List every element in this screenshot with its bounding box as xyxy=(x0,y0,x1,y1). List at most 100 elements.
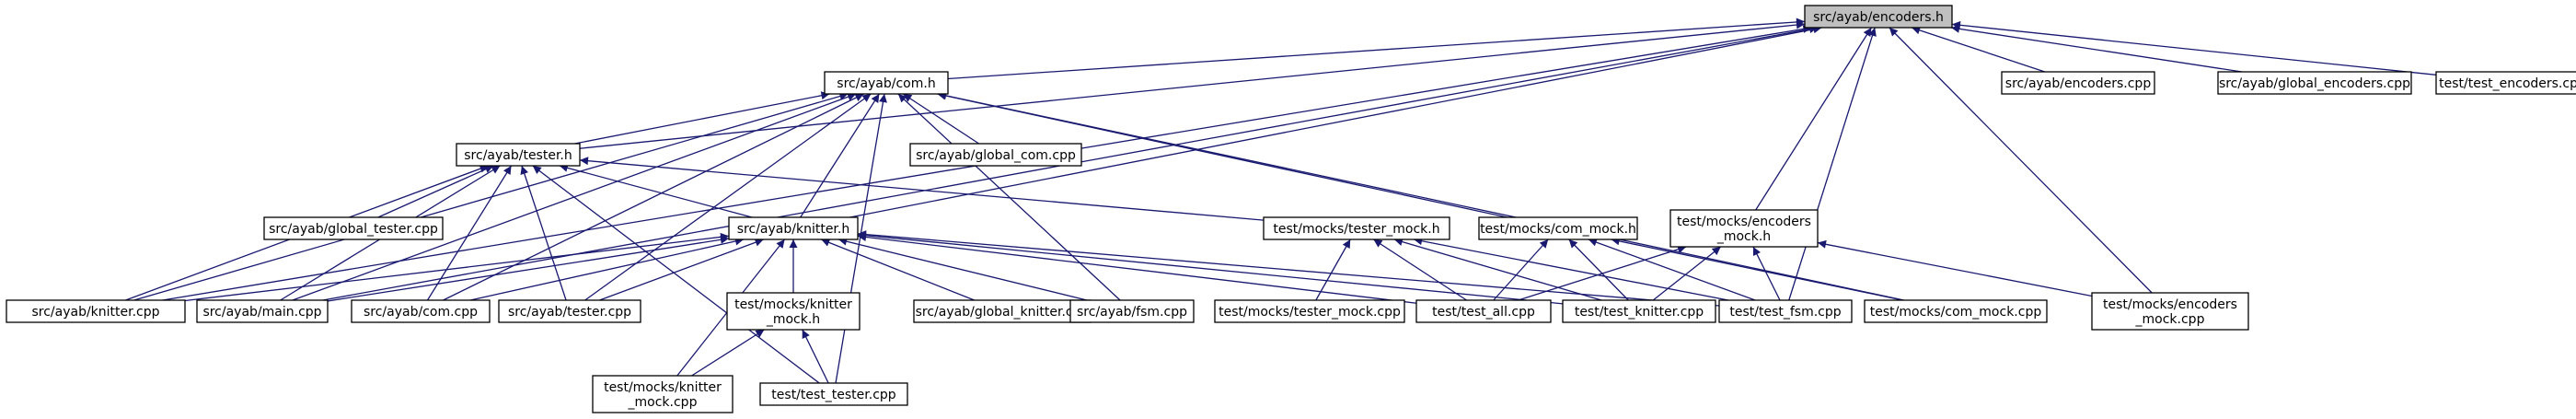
node-label: test/test_knitter.cpp xyxy=(1575,305,1704,320)
node-knitter-mock-cpp[interactable]: test/mocks/knitter_mock.cpp xyxy=(592,375,734,413)
edge-test_knitter_cpp-includes-knitter_h xyxy=(857,231,1564,305)
node-label: src/ayab/fsm.cpp xyxy=(1077,305,1187,320)
node-label: _mock.h xyxy=(1716,229,1771,244)
node-label: test/mocks/encoders xyxy=(1677,215,1811,229)
node-label: test/mocks/knitter xyxy=(734,297,852,312)
node-label: src/ayab/com.cpp xyxy=(364,305,478,320)
node-tester-cpp[interactable]: src/ayab/tester.cpp xyxy=(498,299,641,323)
node-encoders-mock-h[interactable]: test/mocks/encoders_mock.h xyxy=(1669,209,1819,248)
node-knitter-mock-h[interactable]: test/mocks/knitter_mock.h xyxy=(726,292,861,331)
edge-com_cpp-includes-tester_h xyxy=(426,165,513,301)
edge-test_encoders_cpp-includes-encoders_h xyxy=(1951,20,2437,76)
node-label: test/test_all.cpp xyxy=(1432,305,1535,320)
node-label: src/ayab/knitter.h xyxy=(737,222,849,237)
edge-test_fsm_cpp-includes-knitter_h xyxy=(857,230,1720,307)
node-knitter-cpp[interactable]: src/ayab/knitter.cpp xyxy=(6,299,186,323)
node-label: test/mocks/com_mock.cpp xyxy=(1870,305,2042,320)
edge-tester_cpp-includes-com_h xyxy=(584,93,872,301)
edge-test_tester_cpp-includes-knitter_mock_h xyxy=(802,329,829,384)
node-knitter-h[interactable]: src/ayab/knitter.h xyxy=(728,216,859,240)
node-com-mock-cpp[interactable]: test/mocks/com_mock.cpp xyxy=(1864,299,2048,323)
node-global-encoders-cpp[interactable]: src/ayab/global_encoders.cpp xyxy=(2217,71,2412,95)
edge-com_cpp-includes-com_h xyxy=(443,93,864,301)
edge-test_all_cpp-includes-tester_mock_h xyxy=(1373,239,1467,301)
node-label: src/ayab/com.h xyxy=(837,76,935,91)
edge-knitter_cpp-includes-com_h xyxy=(133,92,849,301)
node-label: _mock.cpp xyxy=(2135,312,2205,327)
edge-test_all_cpp-includes-knitter_h xyxy=(857,233,1417,304)
node-label: src/ayab/tester.cpp xyxy=(508,305,631,320)
node-encoders-mock-cpp[interactable]: test/mocks/encoders_mock.cpp xyxy=(2091,292,2249,331)
node-tester-h[interactable]: src/ayab/tester.h xyxy=(456,143,581,167)
node-encoders-cpp[interactable]: src/ayab/encoders.cpp xyxy=(2001,71,2155,95)
node-tester-mock-cpp[interactable]: test/mocks/tester_mock.cpp xyxy=(1214,299,1405,323)
node-label: test/mocks/encoders xyxy=(2103,297,2237,312)
edge-global_com_cpp-includes-com_h xyxy=(902,93,980,145)
node-com-h[interactable]: src/ayab/com.h xyxy=(824,71,949,95)
node-label: src/ayab/global_knitter.cpp xyxy=(916,305,1090,320)
node-encoders-h: src/ayab/encoders.h xyxy=(1804,5,1953,29)
edge-test_fsm_cpp-includes-com_mock_h xyxy=(1588,238,1756,301)
edge-knitter_mock_cpp-includes-knitter_mock_h xyxy=(691,329,765,377)
edge-main_cpp-includes-knitter_h xyxy=(327,235,730,302)
edge-global_knitter_cpp-includes-knitter_h xyxy=(821,239,975,301)
edge-knitter_h-includes-encoders_h xyxy=(849,25,1822,218)
node-global-tester-cpp[interactable]: src/ayab/global_tester.cpp xyxy=(263,216,444,240)
edge-fsm_cpp-includes-knitter_h xyxy=(837,237,1088,301)
edge-knitter_h-includes-com_h xyxy=(800,93,880,218)
node-label: src/ayab/knitter.cpp xyxy=(31,305,159,320)
node-tester-mock-h[interactable]: test/mocks/tester_mock.h xyxy=(1263,216,1450,240)
node-com-mock-h[interactable]: test/mocks/com_mock.h xyxy=(1478,216,1638,240)
edge-com_cpp-includes-knitter_h xyxy=(469,237,745,301)
node-test-fsm-cpp[interactable]: test/test_fsm.cpp xyxy=(1718,299,1853,323)
node-label: _mock.cpp xyxy=(628,395,698,410)
edge-encoders_mock_cpp-includes-encoders_mock_h xyxy=(1817,239,2093,297)
node-test-tester-cpp[interactable]: test/test_tester.cpp xyxy=(759,382,908,406)
edge-knitter_cpp-includes-knitter_h xyxy=(184,232,730,302)
edge-encoders_mock_h-includes-encoders_h xyxy=(1755,27,1872,211)
edge-test_fsm_cpp-includes-encoders_mock_h xyxy=(1752,246,1781,301)
edge-knitter_h-includes-tester_h xyxy=(559,163,753,218)
edge-tester_cpp-includes-knitter_h xyxy=(599,238,764,301)
node-label: test/test_tester.cpp xyxy=(771,388,895,402)
edge-tester_h-includes-com_h xyxy=(574,91,830,145)
edge-tester_mock_h-includes-tester_h xyxy=(579,157,1265,221)
node-global-com-cpp[interactable]: src/ayab/global_com.cpp xyxy=(909,143,1082,167)
node-label: test/mocks/tester_mock.cpp xyxy=(1219,305,1401,320)
edge-test_knitter_cpp-includes-tester_mock_h xyxy=(1393,238,1602,301)
node-label: test/test_fsm.cpp xyxy=(1729,305,1841,320)
node-label: test/mocks/knitter xyxy=(604,380,722,395)
node-label: src/ayab/main.cpp xyxy=(202,305,321,320)
node-test-knitter-cpp[interactable]: test/test_knitter.cpp xyxy=(1562,299,1716,323)
node-com-cpp[interactable]: src/ayab/com.cpp xyxy=(351,299,491,323)
edge-fsm_cpp-includes-com_h xyxy=(897,93,1121,301)
edge-encoders_cpp-includes-encoders_h xyxy=(1911,26,2046,73)
node-label: _mock.h xyxy=(766,312,820,327)
edge-global_tester_cpp-includes-tester_h xyxy=(377,165,494,218)
edge-test_all_cpp-includes-com_mock_h xyxy=(1493,239,1549,301)
edge-encoders_mock_cpp-includes-encoders_h xyxy=(1889,27,2153,294)
node-fsm-cpp[interactable]: src/ayab/fsm.cpp xyxy=(1069,299,1195,323)
edge-com_h-includes-encoders_h xyxy=(947,17,1806,80)
node-main-cpp[interactable]: src/ayab/main.cpp xyxy=(196,299,329,323)
edge-tester_cpp-includes-tester_h xyxy=(520,165,567,301)
edge-global_encoders_cpp-includes-encoders_h xyxy=(1950,24,2243,73)
edge-test_all_cpp-includes-encoders_mock_h xyxy=(1518,245,1687,301)
node-test-encoders-cpp[interactable]: test/test_encoders.cpp xyxy=(2435,71,2576,95)
node-global-knitter-cpp[interactable]: src/ayab/global_knitter.cpp xyxy=(913,299,1092,323)
edge-test_tester_cpp-includes-tester_h xyxy=(532,165,820,384)
edge-test_knitter_cpp-includes-com_mock_h xyxy=(1568,239,1629,301)
node-label: src/ayab/encoders.h xyxy=(1813,10,1944,25)
edge-test_knitter_cpp-includes-encoders_mock_h xyxy=(1652,246,1722,301)
node-label: src/ayab/tester.h xyxy=(464,148,572,163)
node-label: src/ayab/global_com.cpp xyxy=(916,148,1076,163)
edge-com_mock_cpp-includes-com_h xyxy=(938,91,1904,301)
node-label: test/mocks/tester_mock.h xyxy=(1273,222,1439,237)
node-label: src/ayab/global_tester.cpp xyxy=(269,222,438,237)
node-test-all-cpp[interactable]: test/test_all.cpp xyxy=(1415,299,1552,323)
node-label: src/ayab/global_encoders.cpp xyxy=(2219,76,2410,91)
edge-test_fsm_cpp-includes-tester_mock_h xyxy=(1414,237,1728,301)
edge-tester_mock_cpp-includes-tester_mock_h xyxy=(1315,239,1351,301)
edge-test_fsm_cpp-includes-encoders_h xyxy=(1788,27,1877,301)
